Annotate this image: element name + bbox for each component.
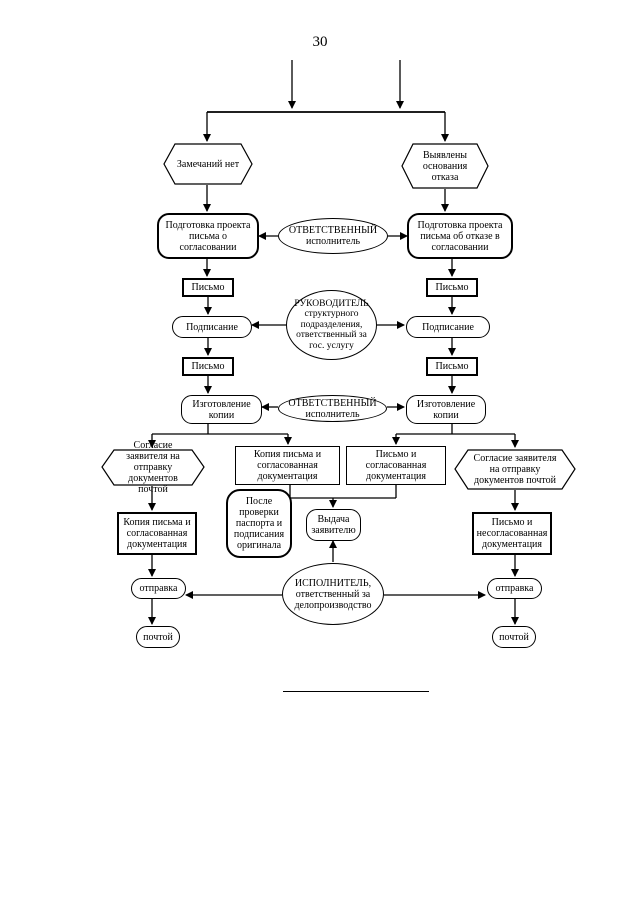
after-check-box: После проверки паспорта и подписания ори…: [226, 489, 292, 558]
issue-applicant-box: Выдача заявителю: [306, 509, 361, 541]
consent-left-label: Согласие заявителя на отправку документо…: [126, 440, 180, 495]
executor-ellipse: ИСПОЛНИТЕЛЬ, ответственный за делопроизв…: [282, 563, 384, 625]
hexagon-shape: [163, 143, 253, 185]
letter-right-1: Письмо: [426, 278, 478, 297]
refusal-grounds-hexagon: Выявлены основания отказа: [401, 143, 489, 189]
consent-left-hexagon: Согласие заявителя на отправку документо…: [101, 440, 205, 495]
by-mail-right: почтой: [492, 626, 536, 648]
sending-left: отправка: [131, 578, 186, 599]
copy-making-right: Изготовление копии: [406, 395, 486, 424]
sending-right: отправка: [487, 578, 542, 599]
by-mail-left: почтой: [136, 626, 180, 648]
signing-right: Подписание: [406, 316, 490, 338]
letter-not-approved-box: Письмо и несогласованная документация: [472, 512, 552, 555]
letter-approved-box: Письмо и согласованная документация: [346, 446, 446, 485]
consent-right-label: Согласие заявителя на отправку документо…: [473, 453, 557, 486]
no-remarks-hexagon: Замечаний нет: [163, 143, 253, 185]
copy-making-left: Изготовление копии: [181, 395, 262, 424]
letter-left-1: Письмо: [182, 278, 234, 297]
prep-refusal-box: Подготовка проекта письма об отказе в со…: [407, 213, 513, 259]
responsible-executor-1: ОТВЕТСТВЕННЫЙ исполнитель: [278, 218, 388, 254]
no-remarks-label: Замечаний нет: [176, 158, 240, 170]
copy-letter-docs-box: Копия письма и согласованная документаци…: [117, 512, 197, 555]
letter-left-2: Письмо: [182, 357, 234, 376]
hexagon-shape: [101, 449, 205, 486]
manager-ellipse: РУКОВОДИТЕЛЬ структурного подразделения,…: [286, 290, 377, 360]
consent-right-hexagon: Согласие заявителя на отправку документо…: [454, 449, 576, 490]
signing-left: Подписание: [172, 316, 252, 338]
page-number: 30: [312, 34, 328, 50]
hexagon-shape: [401, 143, 489, 189]
refusal-grounds-label: Выявлены основания отказа: [422, 149, 468, 183]
footer-divider: [283, 691, 429, 692]
letter-right-2: Письмо: [426, 357, 478, 376]
copy-letter-approved-box: Копия письма и согласованная документаци…: [235, 446, 340, 485]
prep-approval-box: Подготовка проекта письма о согласовании: [157, 213, 259, 259]
responsible-executor-2: ОТВЕТСТВЕННЫЙ исполнитель: [278, 395, 387, 422]
hexagon-shape: [454, 449, 576, 490]
